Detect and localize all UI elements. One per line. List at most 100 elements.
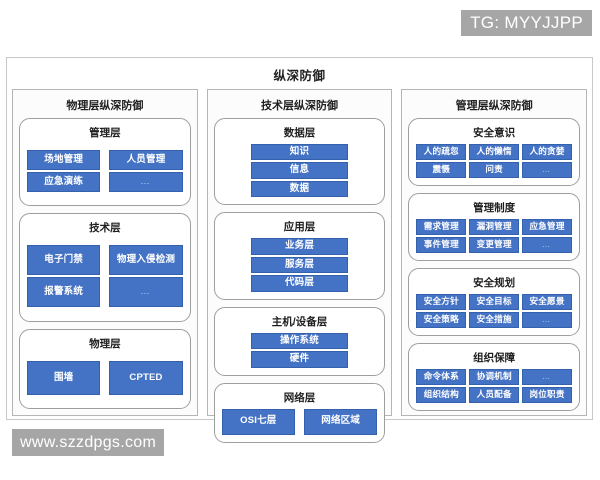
cell-item[interactable]: 报警系统: [27, 277, 101, 308]
group-title-security-planning: 安全规划: [473, 277, 516, 289]
cell-item[interactable]: 人员管理: [109, 150, 183, 171]
cell-item[interactable]: 协调机制: [469, 369, 520, 385]
group-network-layer: 网络层 OSI七层 网络区域: [213, 382, 386, 443]
cell-item-ellipsis[interactable]: …: [522, 162, 573, 178]
group-title-management-system: 管理制度: [473, 202, 516, 214]
group-body-management-system: 需求管理 漏洞管理 应急管理 事件管理 变更管理 …: [416, 219, 573, 253]
group-technology-layer: 技术层 电子门禁 物理入侵检测 报警系统 …: [19, 213, 191, 322]
cell-item[interactable]: CPTED: [109, 360, 183, 395]
cell-grid: 操作系统 硬件: [251, 332, 348, 368]
group-organizational-guarantee: 组织保障 命令体系 协调机制 … 组织结构 人员配备 岗位职责: [408, 343, 581, 411]
cell-item[interactable]: 事件管理: [416, 237, 467, 253]
cell-item[interactable]: 围墙: [27, 360, 101, 395]
cell-item-ellipsis[interactable]: …: [109, 172, 183, 193]
cell-item[interactable]: 代码层: [251, 275, 348, 292]
cell-item[interactable]: 漏洞管理: [469, 219, 520, 235]
cell-item[interactable]: 硬件: [251, 351, 348, 368]
group-body-data-layer: 知识 信息 数据: [222, 144, 378, 198]
group-management-layer: 管理层 场地管理 人员管理 应急演练 …: [19, 118, 191, 207]
cell-grid: 场地管理 人员管理 应急演练 …: [27, 150, 183, 193]
column-physical: 物理层纵深防御 管理层 场地管理 人员管理 应急演练 … 技术层: [12, 89, 198, 416]
cell-item[interactable]: 安全措施: [469, 312, 520, 328]
cell-item[interactable]: 人的懒惰: [469, 144, 520, 160]
cell-grid: 人的疏忽 人的懒惰 人的贪婪 震慑 问责 …: [416, 144, 573, 178]
group-body-network-layer: OSI七层 网络区域: [221, 408, 378, 435]
cell-grid: OSI七层 网络区域: [221, 408, 378, 435]
group-title-application-layer: 应用层: [283, 221, 316, 234]
cell-item[interactable]: 命令体系: [416, 369, 467, 385]
cell-item[interactable]: 知识: [251, 144, 348, 161]
cell-item[interactable]: 物理入侵检测: [109, 245, 183, 276]
group-title-technology-layer: 技术层: [89, 222, 121, 235]
group-body-organizational-guarantee: 命令体系 协调机制 … 组织结构 人员配备 岗位职责: [416, 369, 573, 403]
cell-grid: 命令体系 协调机制 … 组织结构 人员配备 岗位职责: [416, 369, 573, 403]
group-body-physical-layer: 围墙 CPTED: [27, 355, 183, 401]
group-security-awareness: 安全意识 人的疏忽 人的懒惰 人的贪婪 震慑 问责 …: [408, 118, 581, 186]
cell-item[interactable]: 人的贪婪: [522, 144, 573, 160]
cell-item[interactable]: OSI七层: [221, 408, 295, 435]
group-body-host-device-layer: 操作系统 硬件: [222, 332, 378, 368]
group-title-organizational-guarantee: 组织保障: [473, 352, 516, 364]
group-body-security-planning: 安全方针 安全目标 安全愿景 安全策略 安全措施 …: [416, 294, 573, 328]
cell-item[interactable]: 需求管理: [416, 219, 467, 235]
column-managerial-groups: 安全意识 人的疏忽 人的懒惰 人的贪婪 震慑 问责 … 管理制度: [408, 118, 581, 411]
group-title-host-device-layer: 主机/设备层: [271, 315, 328, 328]
group-physical-layer: 物理层 围墙 CPTED: [19, 328, 191, 409]
cell-item[interactable]: 信息: [251, 162, 348, 179]
group-application-layer: 应用层 业务层 服务层 代码层: [213, 212, 386, 300]
cell-grid: 业务层 服务层 代码层: [251, 238, 348, 292]
cell-item[interactable]: 人的疏忽: [416, 144, 467, 160]
cell-item-ellipsis[interactable]: …: [109, 277, 183, 308]
group-host-device-layer: 主机/设备层 操作系统 硬件: [213, 306, 386, 376]
cell-item[interactable]: 问责: [469, 162, 520, 178]
group-body-technology-layer: 电子门禁 物理入侵检测 报警系统 …: [27, 239, 183, 313]
column-title-physical: 物理层纵深防御: [66, 100, 144, 112]
cell-item[interactable]: 安全策略: [416, 312, 467, 328]
watermark-top: TG: MYYJJPP: [461, 10, 592, 36]
cell-item[interactable]: 变更管理: [469, 237, 520, 253]
cell-item-ellipsis[interactable]: …: [522, 369, 573, 385]
cell-item-ellipsis[interactable]: …: [522, 312, 573, 328]
cell-item[interactable]: 应急管理: [522, 219, 573, 235]
group-title-data-layer: 数据层: [283, 127, 316, 139]
group-security-planning: 安全规划 安全方针 安全目标 安全愿景 安全策略 安全措施 …: [408, 268, 581, 336]
cell-item[interactable]: 人员配备: [469, 387, 520, 403]
group-title-physical-layer: 物理层: [89, 337, 121, 350]
cell-item[interactable]: 业务层: [251, 238, 348, 255]
group-title-network-layer: 网络层: [283, 391, 316, 404]
cell-grid: 围墙 CPTED: [27, 360, 183, 395]
cell-item[interactable]: 服务层: [251, 256, 348, 274]
cell-item[interactable]: 安全目标: [469, 294, 520, 310]
cell-item[interactable]: 应急演练: [27, 172, 101, 193]
group-body-application-layer: 业务层 服务层 代码层: [222, 238, 378, 292]
cell-item[interactable]: 安全方针: [416, 294, 467, 310]
diagram-columns: 物理层纵深防御 管理层 场地管理 人员管理 应急演练 … 技术层: [12, 89, 588, 443]
column-technical-groups: 数据层 知识 信息 数据 应用层 业务层 服务层: [213, 118, 386, 443]
cell-item[interactable]: 操作系统: [251, 332, 348, 350]
group-title-management-layer: 管理层: [89, 127, 121, 139]
cell-grid: 电子门禁 物理入侵检测 报警系统 …: [27, 245, 183, 308]
cell-item[interactable]: 数据: [251, 180, 348, 198]
cell-item[interactable]: 岗位职责: [522, 387, 573, 403]
cell-item[interactable]: 网络区域: [304, 408, 378, 435]
watermark-bottom: www.szzdpgs.com: [12, 429, 165, 456]
cell-grid: 知识 信息 数据: [251, 144, 348, 198]
column-title-managerial: 管理层纵深防御: [455, 100, 533, 112]
cell-grid: 安全方针 安全目标 安全愿景 安全策略 安全措施 …: [416, 294, 573, 328]
column-title-technical: 技术层纵深防御: [261, 100, 338, 112]
cell-item[interactable]: 安全愿景: [522, 294, 573, 310]
column-managerial: 管理层纵深防御 安全意识 人的疏忽 人的懒惰 人的贪婪 震慑 问责 …: [401, 89, 588, 416]
cell-item[interactable]: 震慑: [416, 162, 467, 178]
column-technical: 技术层纵深防御 数据层 知识 信息 数据 应用层: [206, 89, 393, 443]
column-physical-groups: 管理层 场地管理 人员管理 应急演练 … 技术层 电子门禁: [19, 118, 191, 409]
diagram-container: 纵深防御 物理层纵深防御 管理层 场地管理 人员管理 应急演练 …: [6, 57, 593, 443]
group-data-layer: 数据层 知识 信息 数据: [213, 118, 386, 206]
cell-item-ellipsis[interactable]: …: [522, 237, 573, 253]
cell-item[interactable]: 场地管理: [27, 150, 101, 171]
cell-grid: 需求管理 漏洞管理 应急管理 事件管理 变更管理 …: [416, 219, 573, 253]
diagram-title: 纵深防御: [273, 69, 326, 83]
cell-item[interactable]: 电子门禁: [27, 245, 101, 276]
group-management-system: 管理制度 需求管理 漏洞管理 应急管理 事件管理 变更管理 …: [408, 193, 581, 261]
cell-item[interactable]: 组织结构: [416, 387, 467, 403]
group-title-security-awareness: 安全意识: [473, 127, 516, 139]
